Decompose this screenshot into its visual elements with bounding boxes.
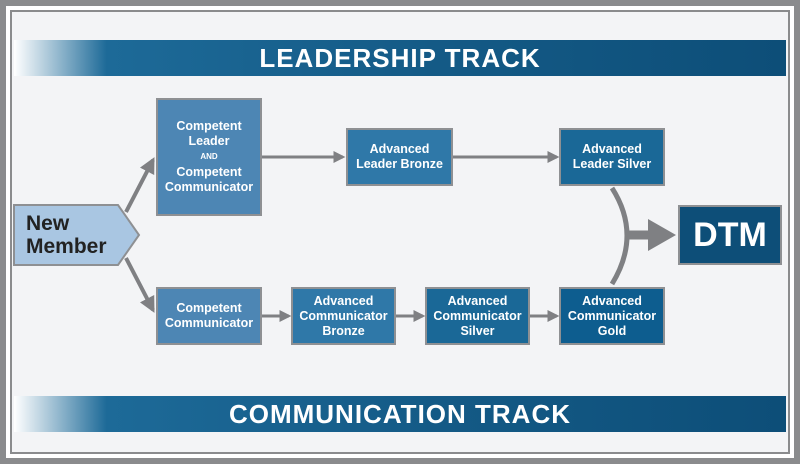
arrow-to-competent-communicator [124,257,155,313]
arrow-to-competent-leader [124,157,155,213]
dtm-box: DTM [678,205,782,265]
and-label: AND [200,152,218,161]
dtm-label: DTM [693,215,767,254]
advanced-leader-silver-box: Advanced Leader Silver [559,128,665,186]
communication-track-banner: COMMUNICATION TRACK [14,396,786,432]
competent-leader-communicator-box: Competent Leader AND Competent Communica… [156,98,262,216]
communication-track-title: COMMUNICATION TRACK [228,399,572,429]
new-member-label: New Member [26,212,107,258]
arrow-to-dtm-head [648,219,676,251]
merge-bracket [609,186,630,286]
competent-communicator-box: Competent Communicator [156,287,262,345]
advanced-communicator-gold-box: Advanced Communicator Gold [559,287,665,345]
advanced-communicator-silver-box: Advanced Communicator Silver [425,287,530,345]
leadership-track-title: LEADERSHIP TRACK [259,43,541,73]
leadership-track-banner: LEADERSHIP TRACK [14,40,786,76]
advanced-communicator-bronze-box: Advanced Communicator Bronze [291,287,396,345]
new-member-shape [13,204,141,266]
advanced-leader-bronze-box: Advanced Leader Bronze [346,128,453,186]
